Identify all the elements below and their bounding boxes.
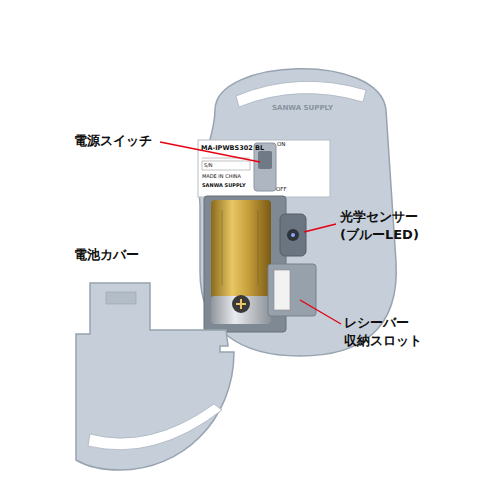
brand-mark: SANWA SUPPLY — [202, 182, 246, 189]
model-number: MA-IPWBS302 BL — [201, 144, 264, 153]
callout-label: 光学センサー (ブルーLED) — [340, 208, 460, 243]
switch-mark: ON — [277, 141, 285, 148]
callout-label: 電源スイッチ — [74, 132, 152, 150]
brand-logo: SANWA SUPPLY — [272, 104, 333, 113]
serial-mark: S/N — [204, 162, 213, 169]
switch-mark: OFF — [276, 186, 287, 193]
callout-label: レシーバー 収納スロット — [344, 314, 464, 349]
callout-label: 電池カバー — [74, 246, 139, 264]
origin-mark: MADE IN CHINA — [202, 173, 241, 180]
